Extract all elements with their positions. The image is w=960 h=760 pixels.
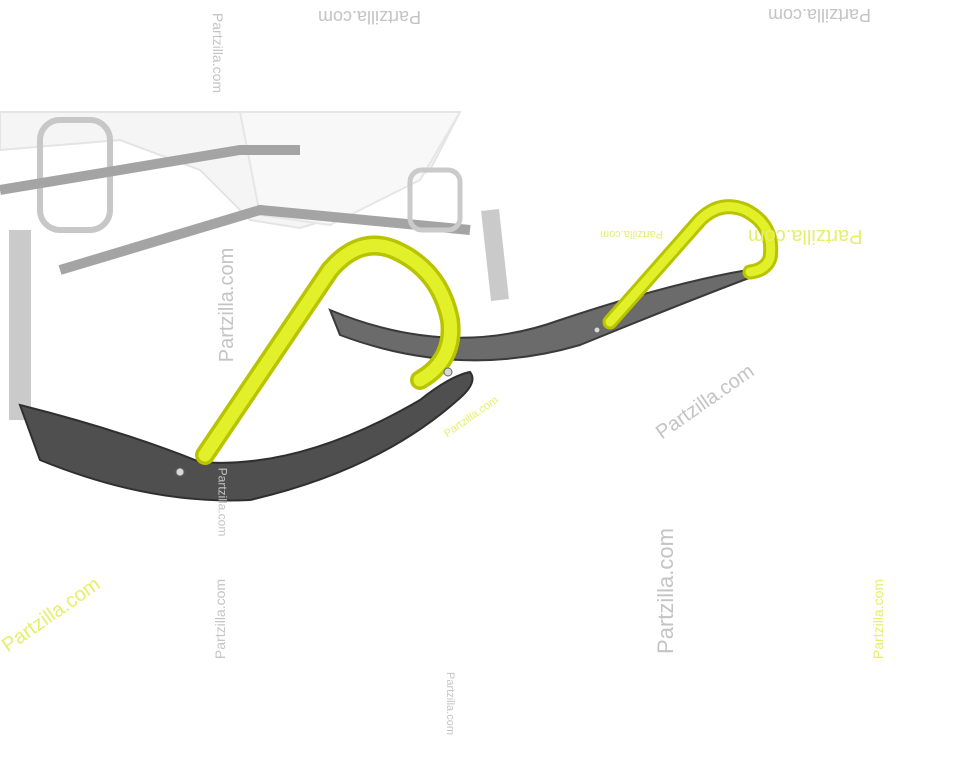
watermark: Partzilla.com <box>443 672 456 735</box>
watermark: Partzilla.com <box>216 247 239 363</box>
a-arm-lower <box>58 204 471 275</box>
watermark: Partzilla.com <box>748 225 863 247</box>
shock-absorber-right <box>407 167 463 233</box>
bolt <box>175 467 185 477</box>
watermark: Partzilla.com <box>768 5 872 25</box>
spindle-right <box>481 209 509 301</box>
bolt <box>443 367 453 377</box>
ski-loop-handle-right-face <box>605 202 776 327</box>
ski-loop-handle-left-face <box>198 239 458 462</box>
watermark: Partzilla.com <box>215 467 230 537</box>
watermark: Partzilla.com <box>318 7 422 27</box>
watermark: Partzilla.com <box>652 528 678 654</box>
ski-right <box>328 264 768 362</box>
a-arm-upper <box>0 145 300 195</box>
hood-panel <box>238 111 462 227</box>
watermark: Partzilla.com <box>870 578 887 660</box>
watermark: Partzilla.com <box>212 578 229 660</box>
ski-loop-handle-right <box>602 199 779 330</box>
watermark: Partzilla.com <box>600 228 663 240</box>
bolt <box>593 326 601 334</box>
sled-chassis <box>0 111 509 420</box>
watermark: Partzilla.com <box>210 12 227 94</box>
